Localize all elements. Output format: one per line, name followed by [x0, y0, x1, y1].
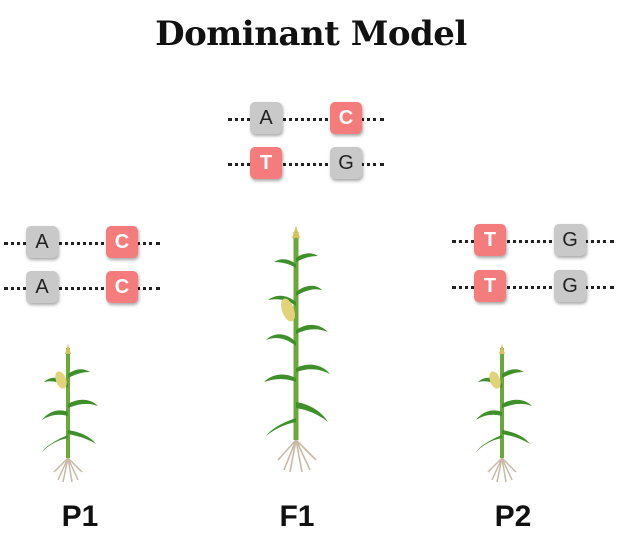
f1-chromosome-2: T G: [228, 147, 384, 181]
p2-chromosome-2: T G: [452, 270, 614, 304]
allele-box: T: [474, 224, 506, 256]
p2-label: P2: [494, 500, 532, 533]
p1-label: P1: [61, 500, 99, 533]
p2-chromosome-1: T G: [452, 224, 614, 258]
allele-box: C: [106, 271, 138, 303]
chromosome-line: [452, 286, 614, 289]
chromosome-line: [228, 118, 384, 121]
f1-chromosome-1: A C: [228, 102, 384, 136]
page-title: Dominant Model: [155, 14, 467, 54]
small-corn-plant-icon: [42, 344, 98, 483]
chromosome-line: [452, 240, 614, 243]
allele-box: G: [554, 270, 586, 302]
p1-chromosome-2: A C: [4, 271, 160, 305]
allele-box: T: [250, 147, 282, 179]
small-corn-plant-icon: [476, 344, 532, 483]
f1-label: F1: [279, 500, 315, 533]
allele-box: A: [26, 226, 58, 258]
allele-box: G: [330, 147, 362, 179]
allele-box: C: [330, 102, 362, 134]
chromosome-line: [4, 287, 160, 290]
chromosome-line: [228, 163, 384, 166]
allele-box: G: [554, 224, 586, 256]
allele-box: A: [26, 271, 58, 303]
allele-box: C: [106, 226, 138, 258]
chromosome-line: [4, 242, 160, 245]
allele-box: T: [474, 270, 506, 302]
allele-box: A: [250, 102, 282, 134]
tall-corn-plant-icon: [264, 226, 330, 473]
p1-chromosome-1: A C: [4, 226, 160, 260]
